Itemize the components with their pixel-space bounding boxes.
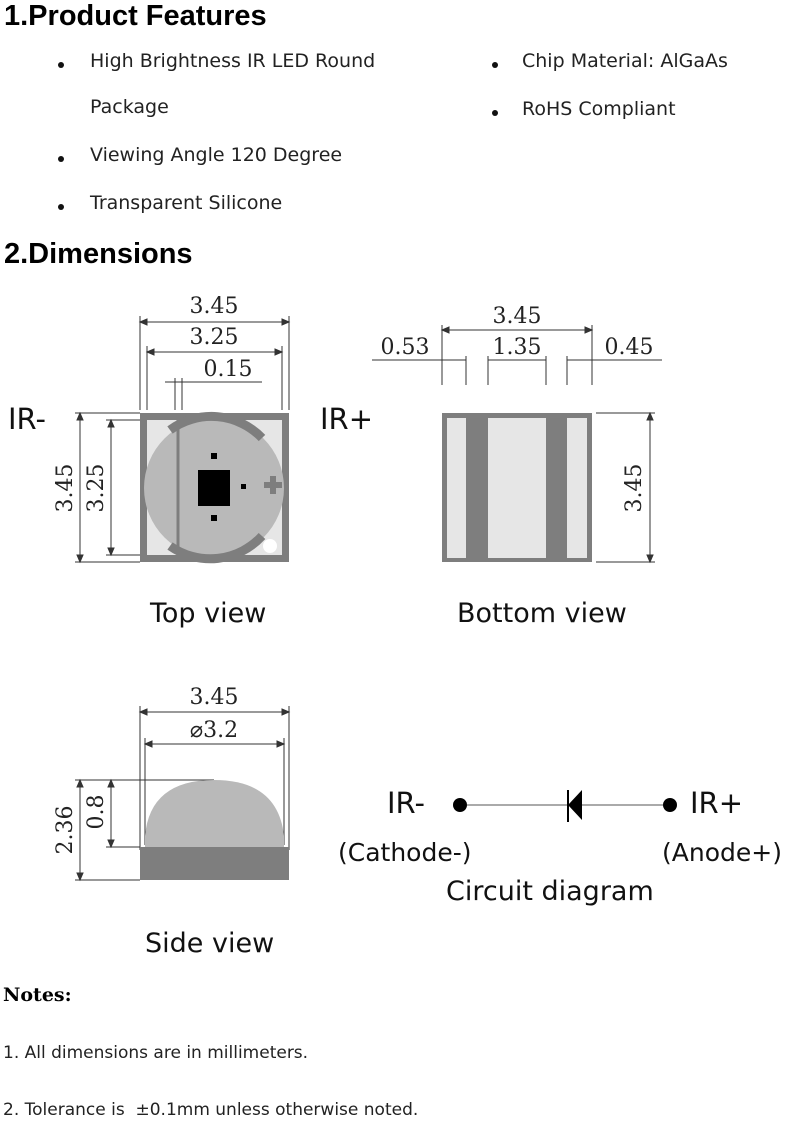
top-inner-width-label: 3.25 [190, 325, 239, 350]
top-view-caption: Top view [150, 598, 267, 629]
bottom-pin-label: IR+ [320, 402, 374, 436]
top-view-drawing [75, 316, 291, 564]
feature-item: Viewing Angle 120 Degree [90, 144, 343, 166]
bullet-icon [58, 204, 64, 210]
bullet-icon [58, 62, 64, 68]
top-width-label: 3.45 [190, 294, 239, 319]
top-height-label: 3.45 [53, 464, 78, 513]
bullet-icon [58, 156, 64, 162]
bottom-width-label: 3.45 [493, 304, 542, 329]
bottom-right-pad-label: 0.45 [605, 335, 654, 360]
side-view-drawing [75, 706, 291, 882]
note-item: 1. All dimensions are in millimeters. [3, 1043, 309, 1063]
side-base-label: 0.8 [84, 795, 109, 830]
top-inner-height-label: 3.25 [84, 464, 109, 513]
feature-item: RoHS Compliant [522, 98, 676, 120]
anode-label: IR+ [690, 786, 744, 820]
bottom-view-caption: Bottom view [457, 598, 627, 629]
bullet-icon [492, 110, 498, 116]
note-item: 2. Tolerance is ±0.1mm unless otherwise … [3, 1100, 419, 1120]
dimensions-heading: 2.Dimensions [4, 238, 193, 270]
side-view-caption: Side view [145, 928, 275, 959]
top-gap-label: 0.15 [204, 357, 253, 382]
bottom-center-gap-label: 1.35 [493, 335, 542, 360]
notes-heading: Notes: [3, 984, 72, 1006]
bottom-left-pad-label: 0.53 [381, 335, 430, 360]
feature-item: High Brightness IR LED Round [90, 50, 376, 72]
cathode-label: IR- [387, 786, 425, 820]
feature-item: Transparent Silicone [90, 192, 283, 214]
diode-icon [568, 790, 582, 820]
bottom-view-drawing [372, 325, 662, 564]
side-width-label: 3.45 [190, 685, 239, 710]
bottom-height-label: 3.45 [622, 464, 647, 513]
top-pin-label: IR- [8, 402, 46, 436]
anode-note: (Anode+) [662, 838, 782, 867]
circuit-caption: Circuit diagram [446, 876, 654, 907]
cathode-note: (Cathode-) [338, 838, 472, 867]
side-lens-label: ⌀3.2 [190, 718, 238, 743]
feature-item: Chip Material: AlGaAs [522, 50, 728, 72]
chip-icon [198, 470, 230, 506]
feature-item: Package [90, 96, 169, 118]
side-height-label: 2.36 [53, 806, 78, 855]
circuit-drawing [453, 790, 677, 822]
bullet-icon [492, 62, 498, 68]
features-heading: 1.Product Features [4, 0, 267, 32]
